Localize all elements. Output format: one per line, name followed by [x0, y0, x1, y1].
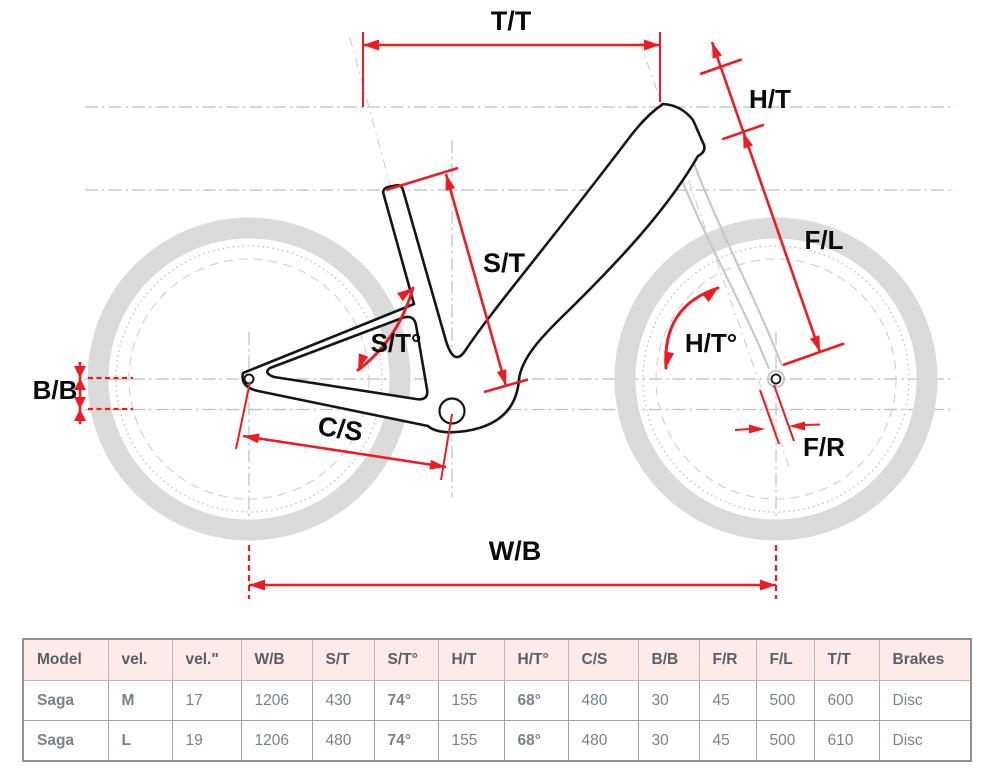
- label-seat-tube-angle: S/T°: [371, 328, 422, 358]
- dimension-chainstay: C/S: [235, 381, 453, 481]
- table-row-saga-l: Saga L 19 1206 480 74° 155 68° 480 30 45…: [22, 720, 972, 762]
- table-cell: L: [107, 720, 173, 762]
- column-header-ht: H/T: [437, 638, 505, 681]
- table-cell: 68°: [503, 680, 569, 721]
- table-cell: 45: [698, 720, 757, 762]
- table-cell: Saga: [22, 680, 109, 721]
- column-header-vel: vel.: [107, 638, 173, 681]
- table-cell: 430: [311, 680, 375, 721]
- table-cell: 610: [813, 720, 880, 762]
- table-cell: 74°: [373, 720, 439, 762]
- label-top-tube: T/T: [491, 6, 532, 36]
- table-cell: 45: [698, 680, 757, 721]
- table-cell: 500: [755, 680, 815, 721]
- column-header-st: S/T: [311, 638, 375, 681]
- label-fork-rake: F/R: [803, 432, 845, 462]
- column-header-bb: B/B: [637, 638, 700, 681]
- column-header-cs: C/S: [567, 638, 639, 681]
- label-head-tube: H/T: [749, 84, 791, 114]
- front-axle-circle: [770, 373, 782, 385]
- column-header-vel-inch: vel.": [171, 638, 242, 681]
- column-header-wb: W/B: [240, 638, 313, 681]
- geometry-diagram: T/T H/T F/L H/T° S/T: [33, 6, 955, 599]
- table-cell: 1206: [240, 720, 313, 762]
- table-cell: 480: [311, 720, 375, 762]
- table-cell: Disc: [878, 720, 972, 762]
- table-cell: 480: [567, 720, 639, 762]
- table-cell: 500: [755, 720, 815, 762]
- label-chainstay: C/S: [316, 411, 365, 447]
- table-cell: 19: [171, 720, 242, 762]
- table-cell: 480: [567, 680, 639, 721]
- table-cell: 600: [813, 680, 880, 721]
- column-header-st-angle: S/T°: [373, 638, 439, 681]
- dimension-fork-rake: F/R: [734, 384, 845, 462]
- table-cell: 155: [437, 680, 505, 721]
- column-header-ht-angle: H/T°: [503, 638, 569, 681]
- table-cell: Saga: [22, 720, 109, 762]
- dimension-wheelbase: W/B: [247, 536, 778, 599]
- label-fork-length: F/L: [805, 225, 844, 255]
- dimension-head-tube-angle: H/T°: [664, 286, 737, 370]
- geometry-table: Model vel. vel." W/B S/T S/T° H/T H/T° C…: [22, 638, 972, 762]
- table-cell: 1206: [240, 680, 313, 721]
- column-header-tt: T/T: [813, 638, 880, 681]
- dimension-head-tube: H/T F/L: [699, 41, 845, 367]
- table-header-row: Model vel. vel." W/B S/T S/T° H/T H/T° C…: [22, 638, 972, 681]
- table-cell: 17: [171, 680, 242, 721]
- label-wheelbase: W/B: [489, 536, 541, 566]
- dimension-seat-tube-angle: S/T°: [356, 286, 422, 372]
- dimension-seat-tube: S/T: [385, 166, 529, 394]
- dimension-bottom-bracket: B/B: [33, 362, 133, 424]
- table-cell: Disc: [878, 680, 972, 721]
- table-cell: 74°: [373, 680, 439, 721]
- column-header-fl: F/L: [755, 638, 815, 681]
- dimension-top-tube: T/T: [362, 6, 661, 107]
- table-cell: 155: [437, 720, 505, 762]
- column-header-brakes: Brakes: [878, 638, 972, 681]
- label-seat-tube: S/T: [483, 248, 526, 278]
- geometry-table-wrap: Model vel. vel." W/B S/T S/T° H/T H/T° C…: [22, 638, 972, 762]
- frame-outline: [241, 102, 782, 434]
- bottom-bracket-circle: [438, 397, 466, 425]
- table-cell: 68°: [503, 720, 569, 762]
- seat-axis-line: [349, 37, 392, 189]
- table-row-saga-m: Saga M 17 1206 430 74° 155 68° 480 30 45…: [22, 680, 972, 721]
- column-header-model: Model: [22, 638, 109, 681]
- label-head-tube-angle: H/T°: [685, 328, 737, 358]
- table-cell: M: [107, 680, 173, 721]
- fork: [672, 152, 786, 389]
- table-cell: 30: [637, 720, 700, 762]
- label-bottom-bracket: B/B: [33, 375, 78, 405]
- table-cell: 30: [637, 680, 700, 721]
- column-header-fr: F/R: [698, 638, 757, 681]
